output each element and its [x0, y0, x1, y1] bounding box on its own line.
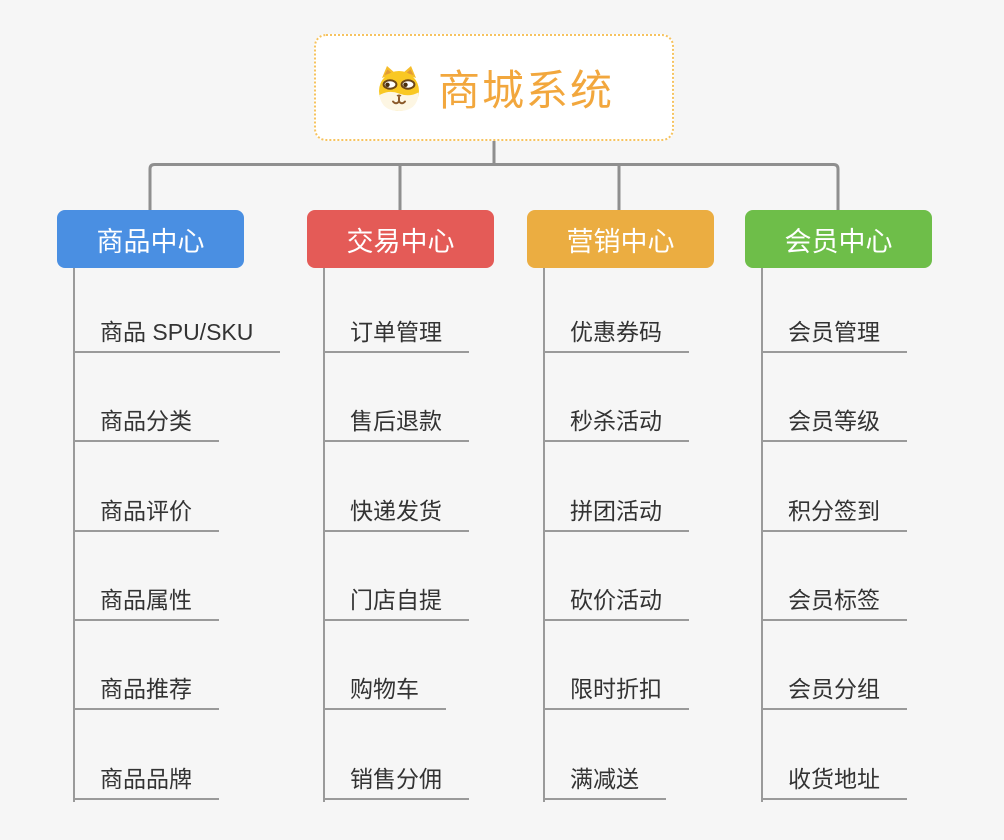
branch-trunk-line: [761, 268, 763, 802]
leaf-node[interactable]: 会员管理: [761, 313, 907, 353]
branch-trunk-line: [543, 268, 545, 802]
leaf-node[interactable]: 优惠券码: [543, 313, 689, 353]
leaf-node[interactable]: 销售分佣: [323, 760, 469, 800]
branch-trunk-line: [323, 268, 325, 802]
leaf-node[interactable]: 商品评价: [73, 492, 219, 532]
leaf-node[interactable]: 会员等级: [761, 402, 907, 442]
leaf-node[interactable]: 满减送: [543, 760, 666, 800]
root-node[interactable]: 商城系统: [314, 34, 674, 141]
branch-node-product-center[interactable]: 商品中心: [57, 210, 244, 268]
leaf-node[interactable]: 会员分组: [761, 670, 907, 710]
root-node-label: 商城系统: [437, 67, 614, 114]
leaf-node[interactable]: 收货地址: [761, 760, 907, 800]
leaf-node[interactable]: 会员标签: [761, 581, 907, 621]
leaf-node[interactable]: 售后退款: [323, 402, 469, 442]
branch-trunk-line: [73, 268, 75, 802]
leaf-node[interactable]: 订单管理: [323, 313, 469, 353]
leaf-node[interactable]: 商品属性: [73, 581, 219, 621]
leaf-node[interactable]: 购物车: [323, 670, 446, 710]
leaf-node[interactable]: 快递发货: [323, 492, 469, 532]
leaf-node[interactable]: 商品品牌: [73, 760, 219, 800]
branch-node-member-center[interactable]: 会员中心: [745, 210, 932, 268]
leaf-node[interactable]: 商品分类: [73, 402, 219, 442]
branch-bus-line: [148, 163, 840, 211]
leaf-node[interactable]: 积分签到: [761, 492, 907, 532]
leaf-node[interactable]: 砍价活动: [543, 581, 689, 621]
leaf-node[interactable]: 秒杀活动: [543, 402, 689, 442]
leaf-node[interactable]: 限时折扣: [543, 670, 689, 710]
branch-node-marketing-center[interactable]: 营销中心: [527, 210, 714, 268]
leaf-node[interactable]: 商品 SPU/SKU: [73, 313, 281, 353]
leaf-node[interactable]: 拼团活动: [543, 492, 689, 532]
leaf-node[interactable]: 商品推荐: [73, 670, 219, 710]
leaf-node[interactable]: 门店自提: [323, 581, 469, 621]
branch-node-trade-center[interactable]: 交易中心: [307, 210, 494, 268]
dog-face-icon: [378, 65, 419, 111]
